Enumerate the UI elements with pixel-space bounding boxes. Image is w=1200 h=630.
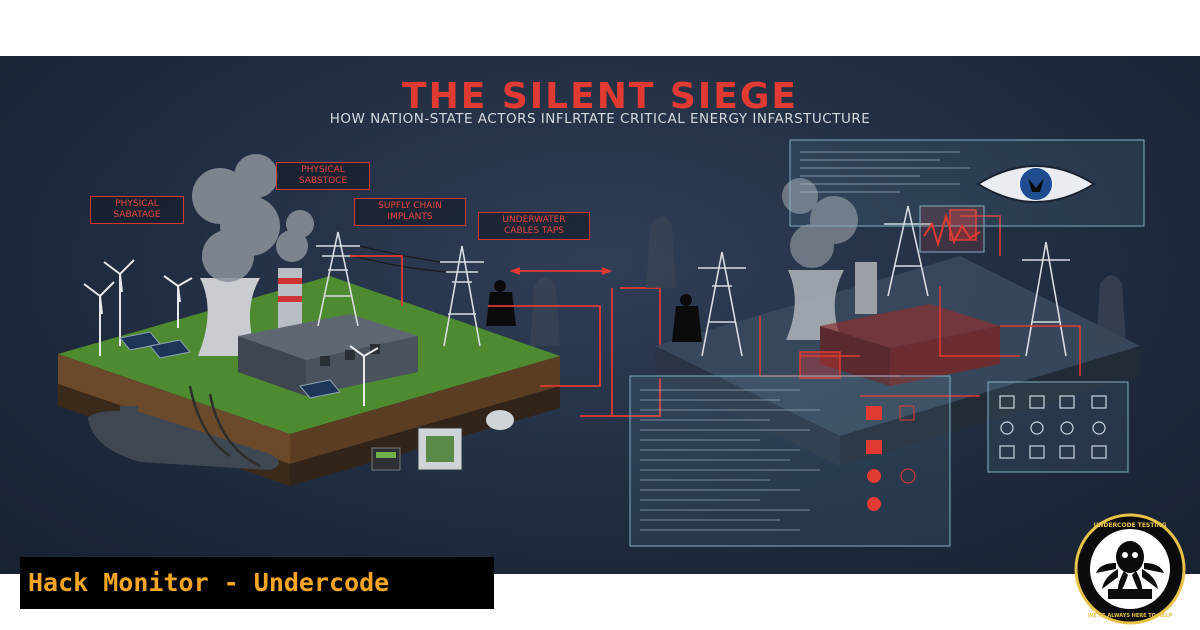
logo-top-text: UNDERCODE TESTING	[1093, 522, 1166, 529]
smoke-icon	[192, 154, 314, 282]
smoke-icon	[782, 178, 858, 268]
wind-turbine-icon	[83, 259, 379, 406]
transmission-tower-icon	[316, 231, 484, 347]
octopus-icon	[1096, 541, 1164, 597]
callout-supply-chain-implants: SUPFLY CHAIN IMPLANTS	[354, 198, 466, 226]
network-overlay-lines	[759, 209, 1081, 397]
undercode-logo: UNDERCODE TESTING WE'RE ALWAYS HERE TO H…	[1074, 513, 1186, 625]
sensor-device-icon	[371, 447, 401, 471]
signal-waveform	[919, 205, 985, 253]
infrastructure-scene	[58, 139, 1145, 547]
infographic-title: THE SILENT SIEGE	[402, 76, 798, 117]
infographic-banner: THE SILENT SIEGE HOW NATION-STATE ACTORS…	[0, 56, 1200, 574]
hacker-figure-icon	[486, 280, 516, 326]
transmission-tower-icon	[698, 205, 1070, 357]
junction-box-icon	[417, 427, 463, 471]
dish-antenna-icon	[486, 410, 514, 430]
callout-underwater-cable-taps: UNDERWATER CABLES TAPS	[478, 212, 590, 240]
logo-bottom-text: WE'RE ALWAYS HERE TO HELP	[1088, 613, 1173, 619]
hacker-figure-icon	[672, 294, 702, 342]
infographic-subtitle: HOW NATION-STATE ACTORS INFLRTATE CRITIC…	[329, 111, 871, 127]
cooling-tower-icon	[786, 262, 877, 340]
submarine-icon	[88, 406, 279, 470]
solar-panel-icon	[119, 331, 341, 399]
icon-grid-panel	[987, 381, 1129, 473]
log-panel	[629, 375, 951, 547]
hooded-figure-icon	[530, 277, 560, 346]
hooded-figure-icon	[646, 216, 1126, 344]
surveillance-eye-icon	[976, 165, 1096, 203]
callout-physical-sabatage: PHYSICAL SABATAGE	[90, 196, 184, 224]
underground-cables	[188, 385, 261, 468]
power-lines	[353, 245, 447, 273]
footer-brand-label: Hack Monitor - Undercode	[20, 557, 494, 609]
callout-physical-sabstoce: PHYSICAL SABSTOCE	[276, 162, 370, 190]
